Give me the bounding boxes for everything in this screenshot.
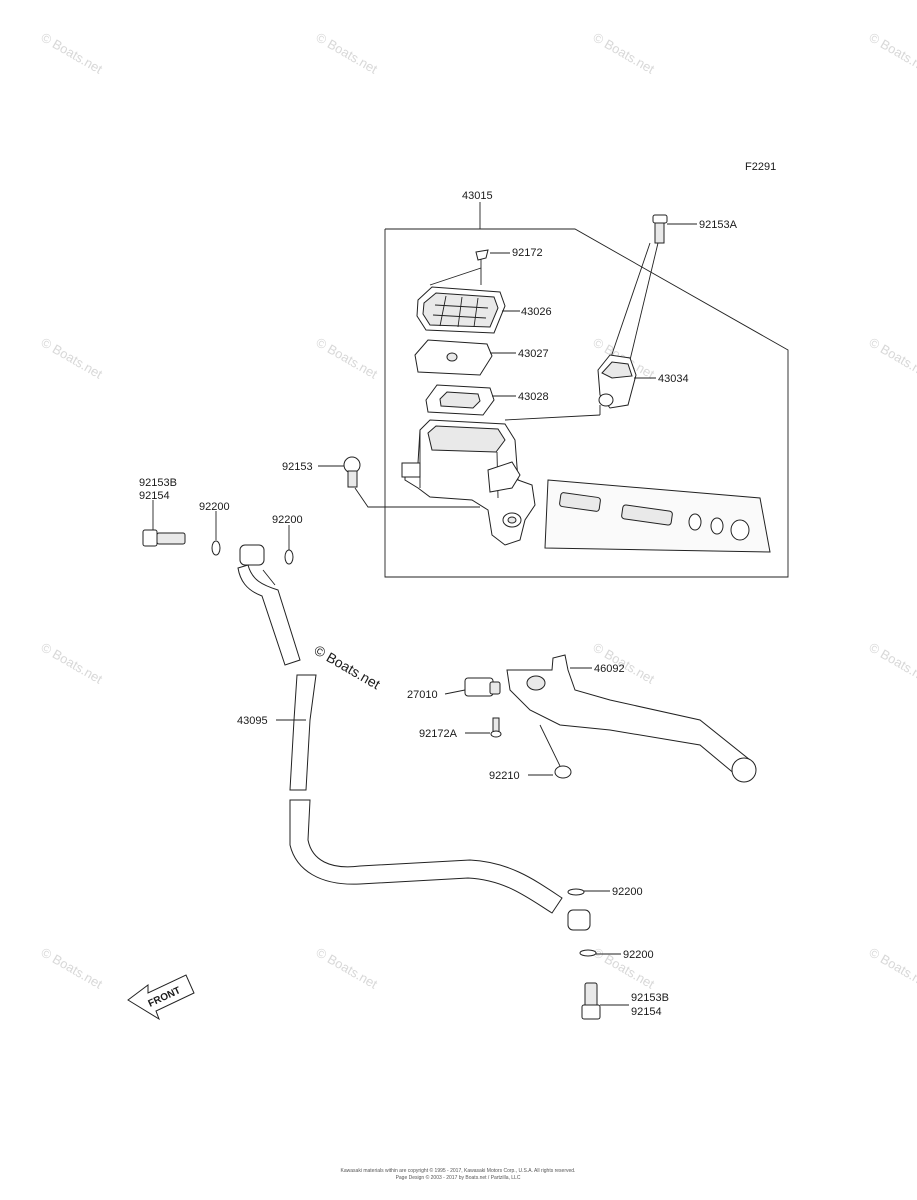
watermarks: © Boats.net © Boats.net © Boats.net © Bo… (39, 30, 917, 992)
label-switch-screw: 92172A (419, 728, 458, 740)
label-cap: 43026 (521, 306, 552, 318)
watermark: © Boats.net (591, 30, 658, 77)
assembly-bracket: 43015 (384, 190, 789, 578)
watermark: © Boats.net (314, 335, 381, 382)
label-banjo-right-b: 92154 (631, 1006, 662, 1018)
brake-lever: 46092 (506, 654, 757, 783)
watermark: © Boats.net (867, 335, 917, 382)
footer-design: Page Design © 2003 - 2017 by Boats.net /… (396, 1174, 521, 1181)
label-banjo-left-a: 92153B (139, 477, 177, 489)
label-assembly: 43015 (462, 190, 493, 202)
watermark: © Boats.net (867, 30, 917, 77)
master-cylinder-body (401, 419, 536, 546)
label-banjo-left-b: 92154 (139, 490, 170, 502)
label-holder: 43034 (658, 373, 689, 385)
banjo-bolt-right: 92153B 92154 (581, 982, 669, 1020)
switch-screw: 92172A (419, 717, 502, 740)
stop-switch: 27010 (407, 677, 501, 701)
watermark: © Boats.net (314, 945, 381, 992)
label-hose: 43095 (237, 715, 268, 727)
brake-hose: 43095 (237, 544, 591, 931)
label-cap-screw: 92172 (512, 247, 543, 259)
label-bolt-top: 92153A (699, 219, 738, 231)
label-washer-left-1: 92200 (199, 501, 230, 513)
label-washer-left-2: 92200 (272, 514, 303, 526)
holder: 43034 (504, 354, 689, 421)
label-plate: 43027 (518, 348, 549, 360)
lever-nut: 92210 (489, 724, 572, 782)
banjo-bolt-left: 92153B 92154 (139, 477, 186, 547)
reservoir-screw: 92153 (282, 456, 480, 508)
diaphragm: 43028 (425, 384, 549, 416)
label-banjo-right-a: 92153B (631, 992, 669, 1004)
front-arrow-icon: FRONT (127, 974, 195, 1021)
cap-screw: 92172 (429, 247, 543, 286)
diagram-code: F2291 (745, 161, 776, 173)
watermark: © Boats.net (39, 335, 106, 382)
label-lever-nut: 92210 (489, 770, 520, 782)
watermark: © Boats.net (867, 640, 917, 687)
watermark: © Boats.net (314, 30, 381, 77)
watermark: © Boats.net (39, 30, 106, 77)
reservoir-cap: 43026 (416, 286, 552, 334)
piston-kit (544, 479, 771, 553)
label-switch: 27010 (407, 689, 438, 701)
label-lever: 46092 (594, 663, 625, 675)
label-washer-right-2: 92200 (623, 949, 654, 961)
plate: 43027 (414, 339, 549, 376)
washers-right: 92200 92200 (567, 886, 654, 961)
washers-left: 92200 92200 (199, 501, 303, 565)
footer-copyright: Kawasaki materials within are copyright … (341, 1167, 576, 1174)
label-diaphragm: 43028 (518, 391, 549, 403)
label-reservoir-screw: 92153 (282, 461, 313, 473)
watermark: © Boats.net (867, 945, 917, 992)
watermark-dark: © Boats.net (312, 642, 384, 693)
watermark: © Boats.net (39, 640, 106, 687)
watermark: © Boats.net (39, 945, 106, 992)
bolt-top: 92153A (609, 214, 738, 361)
label-washer-right-1: 92200 (612, 886, 643, 898)
